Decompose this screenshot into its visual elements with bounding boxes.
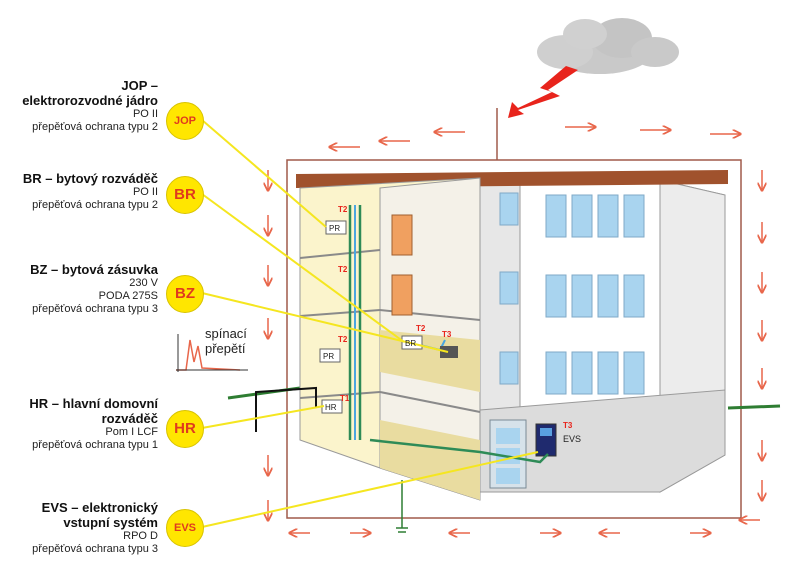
tag-t2-d: T2 bbox=[416, 324, 426, 333]
label-evs: EVS – elektronický vstupní systém RPO D … bbox=[6, 500, 158, 556]
label-hr: HR – hlavní domovní rozváděč Pom I LCF p… bbox=[6, 396, 158, 452]
label-jop-line2: přepěťová ochrana typu 2 bbox=[32, 121, 158, 133]
label-bz-line2: PODA 275S bbox=[98, 290, 158, 302]
label-bz-line1: 230 V bbox=[129, 277, 158, 289]
badge-evs: EVS bbox=[166, 509, 204, 547]
label-jop: JOP – elektrorozvodné jádro PO II přepěť… bbox=[18, 78, 158, 134]
label-evs-title: EVS – elektronický vstupní systém bbox=[41, 500, 158, 530]
label-evs-line2: přepěťová ochrana typu 3 bbox=[32, 543, 158, 555]
badge-br: BR bbox=[166, 176, 204, 214]
label-br-title: BR – bytový rozváděč bbox=[22, 171, 158, 186]
tag-t2-a: T2 bbox=[338, 205, 348, 214]
label-bz-line3: přepěťová ochrana typu 3 bbox=[32, 303, 158, 315]
tag-t2-c: T2 bbox=[338, 335, 348, 344]
current-flow-arrows bbox=[268, 127, 762, 533]
label-jop-line1: PO II bbox=[132, 108, 158, 120]
label-evs-line1: RPO D bbox=[123, 530, 158, 542]
building-right-block bbox=[479, 177, 726, 493]
tag-t1: T1 bbox=[340, 394, 350, 403]
incoming-cable bbox=[255, 386, 317, 432]
tag-pr-low: PR bbox=[323, 352, 334, 361]
label-jop-title: JOP – elektrorozvodné jádro bbox=[22, 78, 158, 108]
cloud-icon bbox=[537, 18, 679, 74]
label-hr-line1: Pom I LCF bbox=[105, 426, 158, 438]
badge-hr: HR bbox=[166, 410, 204, 448]
label-bz-title: BZ – bytová zásuvka bbox=[30, 262, 158, 277]
tag-evs: EVS bbox=[563, 434, 581, 444]
tag-t3-a: T3 bbox=[442, 330, 452, 339]
lightning-protection-frame bbox=[286, 159, 742, 519]
label-hr-title: HR – hlavní domovní rozváděč bbox=[29, 396, 158, 426]
lightning-icon bbox=[508, 66, 578, 118]
tag-hr: HR bbox=[325, 403, 337, 412]
label-br-line2: přepěťová ochrana typu 2 bbox=[32, 199, 158, 211]
tag-t2-b: T2 bbox=[338, 265, 348, 274]
badge-jop: JOP bbox=[166, 102, 204, 140]
tag-pr-top: PR bbox=[329, 224, 340, 233]
label-br-line1: PO II bbox=[132, 186, 158, 198]
label-bz: BZ – bytová zásuvka 230 V PODA 275S přep… bbox=[6, 262, 158, 316]
badge-bz: BZ bbox=[166, 275, 204, 313]
leader-lines bbox=[201, 119, 539, 528]
label-br: BR – bytový rozváděč PO II přepěťová och… bbox=[6, 171, 158, 212]
tag-t3-b: T3 bbox=[563, 421, 573, 430]
label-hr-line2: přepěťová ochrana typu 1 bbox=[32, 439, 158, 451]
tag-br: BR bbox=[405, 339, 416, 348]
surge-label: spínací přepětí bbox=[205, 326, 247, 356]
